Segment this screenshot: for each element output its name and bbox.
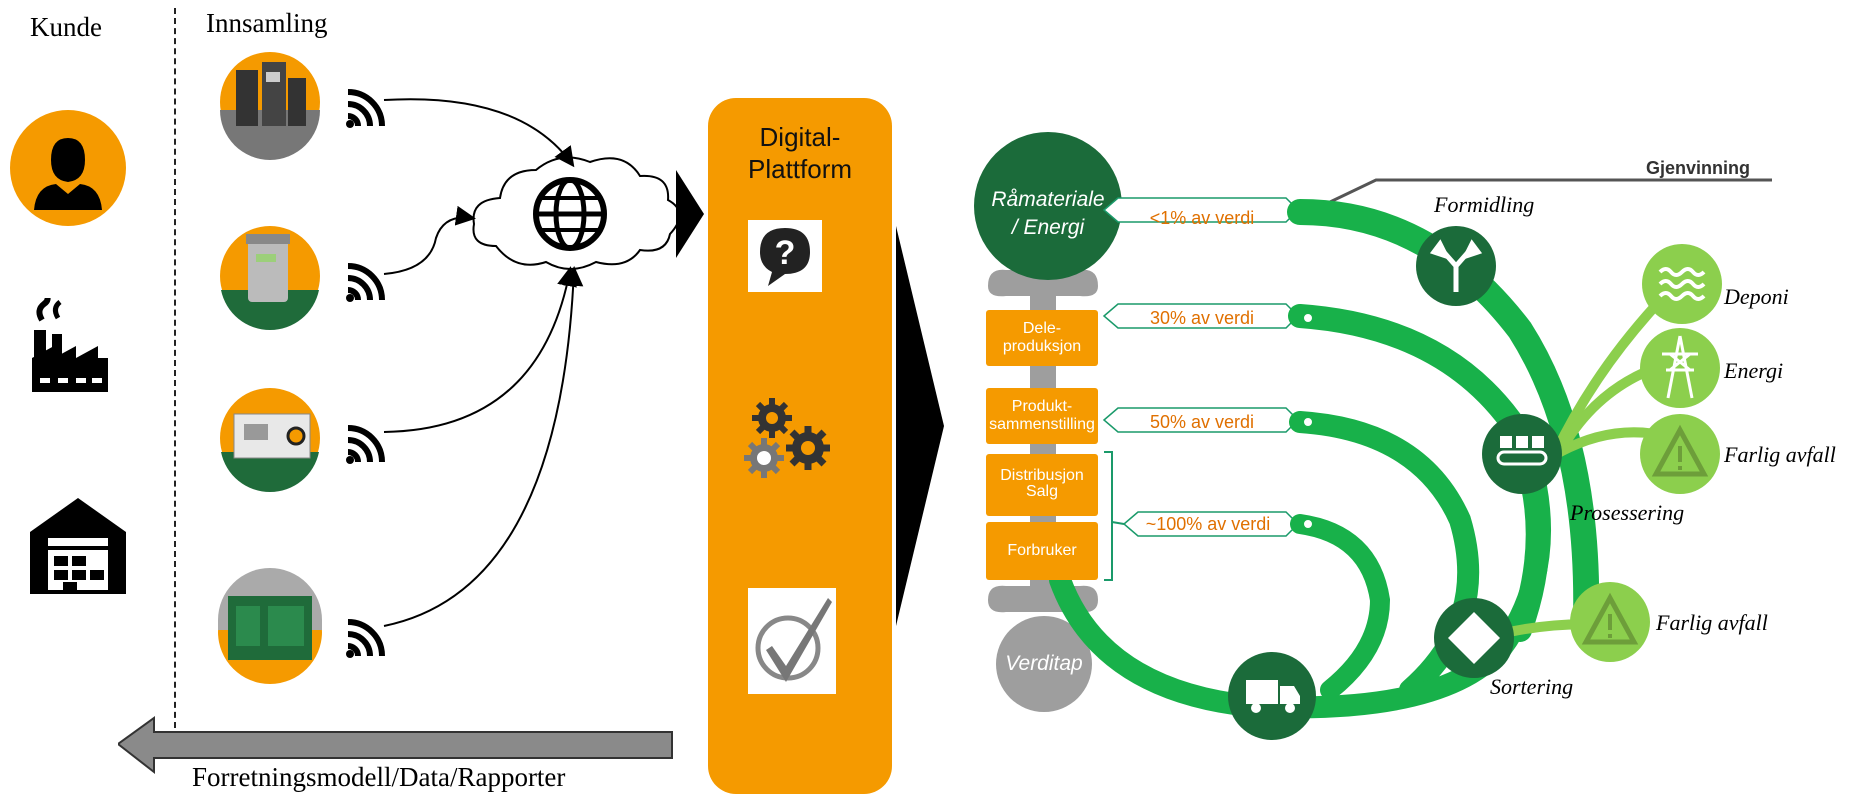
digital-platform-panel: Digital- Plattform ?: [708, 98, 892, 794]
collection-network: [218, 52, 704, 684]
wifi-icon-3: [346, 428, 382, 464]
waves-icon: [1658, 267, 1706, 301]
platform-title-line1: Digital-: [759, 122, 841, 152]
diamond-icon: [1448, 612, 1500, 664]
stage-box-distribution-sales: Distribusjon Salg: [986, 454, 1098, 516]
globe-icon: [533, 177, 607, 251]
wifi-icon-1: [346, 92, 382, 128]
stage-line2: sammenstilling: [989, 416, 1095, 433]
checkmark-icon: [748, 588, 836, 694]
hazardous-waste-label: Farlig avfall: [1724, 442, 1836, 467]
raw-material-label-line2: / Energi: [1011, 216, 1085, 239]
wifi-icon-2: [346, 266, 382, 302]
wifi-icon-4: [346, 622, 382, 658]
landfill-label: Deponi: [1724, 284, 1789, 309]
stage-box-product-assembly: Produkt- sammenstilling: [986, 388, 1098, 444]
sorting-hazardous-waste-label: Farlig avfall: [1656, 610, 1768, 635]
power-pylon-icon: [1662, 335, 1698, 399]
bin-icon-1: [220, 52, 320, 160]
stage-line2: produksjon: [1002, 338, 1082, 355]
circular-economy-diagram: [974, 132, 1772, 740]
fork-arrows-icon: [1429, 239, 1483, 292]
energy-label: Energi: [1724, 358, 1784, 383]
question-icon: ?: [748, 220, 822, 292]
platform-pointer: [676, 170, 704, 258]
processing-label: Prosessering: [1570, 500, 1685, 525]
stage-line1: Dele-: [1022, 320, 1062, 337]
platform-title-line2: Plattform: [747, 154, 853, 184]
bin-icon-4: [218, 568, 322, 684]
svg-text:?: ?: [775, 234, 796, 272]
stage-line1: Produkt-: [1011, 398, 1073, 415]
value-label-4: ~100% av verdi: [1145, 514, 1271, 534]
stage-line1: Forbruker: [1007, 542, 1077, 559]
platform-output-pointer: [896, 226, 944, 626]
value-loss-label: Verditap: [1005, 652, 1083, 675]
value-label-1: <1% av verdi: [1149, 208, 1255, 228]
value-label-3: 50% av verdi: [1149, 412, 1255, 432]
stage-box-consumer: Forbruker: [986, 522, 1098, 580]
person-icon: [10, 110, 126, 226]
conveyor-icon: [1496, 436, 1548, 466]
feedback-arrow: [118, 716, 673, 775]
stage-line1: Distribusjon: [1000, 467, 1084, 484]
warehouse-icon: [28, 496, 128, 596]
feedback-label: Forretningsmodell/Data/Rapporter: [192, 762, 566, 792]
bin-icon-3: [220, 388, 320, 493]
customer-label: Kunde: [30, 12, 102, 42]
factory-icon: [30, 292, 110, 394]
gears-icon: [742, 396, 832, 480]
collection-label: Innsamling: [206, 8, 328, 38]
value-label-2: 30% av verdi: [1149, 308, 1255, 328]
sorting-label: Sortering: [1490, 674, 1574, 699]
stage-line2: Salg: [1025, 483, 1059, 500]
warning-icon: [1581, 424, 1709, 645]
truck-icon: [1246, 680, 1300, 713]
raw-material-label-line1: Råmateriale: [991, 188, 1105, 211]
bin-icon-2: [220, 226, 320, 331]
mediation-label: Formidling: [1434, 192, 1535, 217]
stage-box-part-production: Dele- produksjon: [986, 310, 1098, 366]
customer-divider: [174, 8, 176, 738]
recycling-label: Gjenvinning: [1646, 158, 1751, 178]
